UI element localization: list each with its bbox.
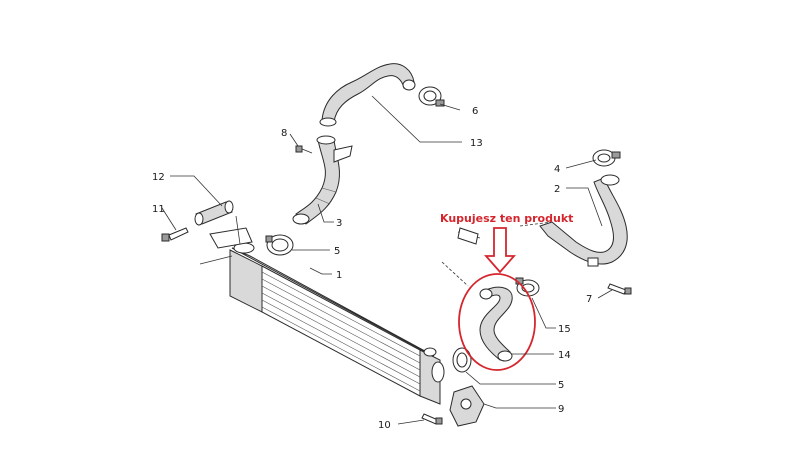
label-15: 15 (558, 324, 571, 335)
label-10: 10 (378, 420, 391, 431)
bolt-part-7 (607, 283, 632, 295)
clamp-part-5-lower (452, 347, 472, 373)
clamp-part-6 (418, 86, 445, 107)
product-highlight: Kupujesz ten produkt (440, 212, 573, 371)
label-5-upper: 5 (334, 246, 340, 257)
label-14: 14 (558, 350, 571, 361)
label-5-lower: 5 (558, 380, 564, 391)
clamp-part-5-upper (265, 234, 294, 256)
label-1: 1 (336, 270, 342, 281)
product-callout: Kupujesz ten produkt (440, 212, 573, 225)
rubber-mount-part-12 (194, 200, 234, 226)
clamp-part-4 (592, 149, 621, 167)
hose-part-3 (292, 135, 353, 225)
highlight-arrow-icon (484, 227, 516, 274)
label-8: 8 (281, 128, 287, 139)
mounting-bracket (209, 227, 253, 249)
bolt-part-10 (421, 413, 443, 425)
reference-lines (441, 221, 553, 287)
pipe-part-2 (539, 174, 628, 267)
label-4: 4 (554, 164, 560, 175)
bolt-part-8 (295, 145, 313, 154)
hose-part-14-product (479, 286, 513, 362)
part-number-labels: 6 13 8 3 12 11 5 1 4 2 7 15 14 5 9 10 (152, 106, 592, 431)
label-3: 3 (336, 218, 342, 229)
hose-part-13 (319, 63, 416, 127)
bolt-part-11 (161, 227, 189, 242)
label-12: 12 (152, 172, 165, 183)
label-6: 6 (472, 106, 478, 117)
bracket-part-9 (449, 385, 485, 427)
label-2: 2 (554, 184, 560, 195)
intercooler-part-1 (229, 242, 445, 405)
label-11: 11 (152, 204, 165, 215)
label-7: 7 (586, 294, 592, 305)
label-13: 13 (470, 138, 483, 149)
highlight-ellipse (458, 273, 536, 371)
leader-lines (161, 95, 613, 425)
label-9: 9 (558, 404, 564, 415)
